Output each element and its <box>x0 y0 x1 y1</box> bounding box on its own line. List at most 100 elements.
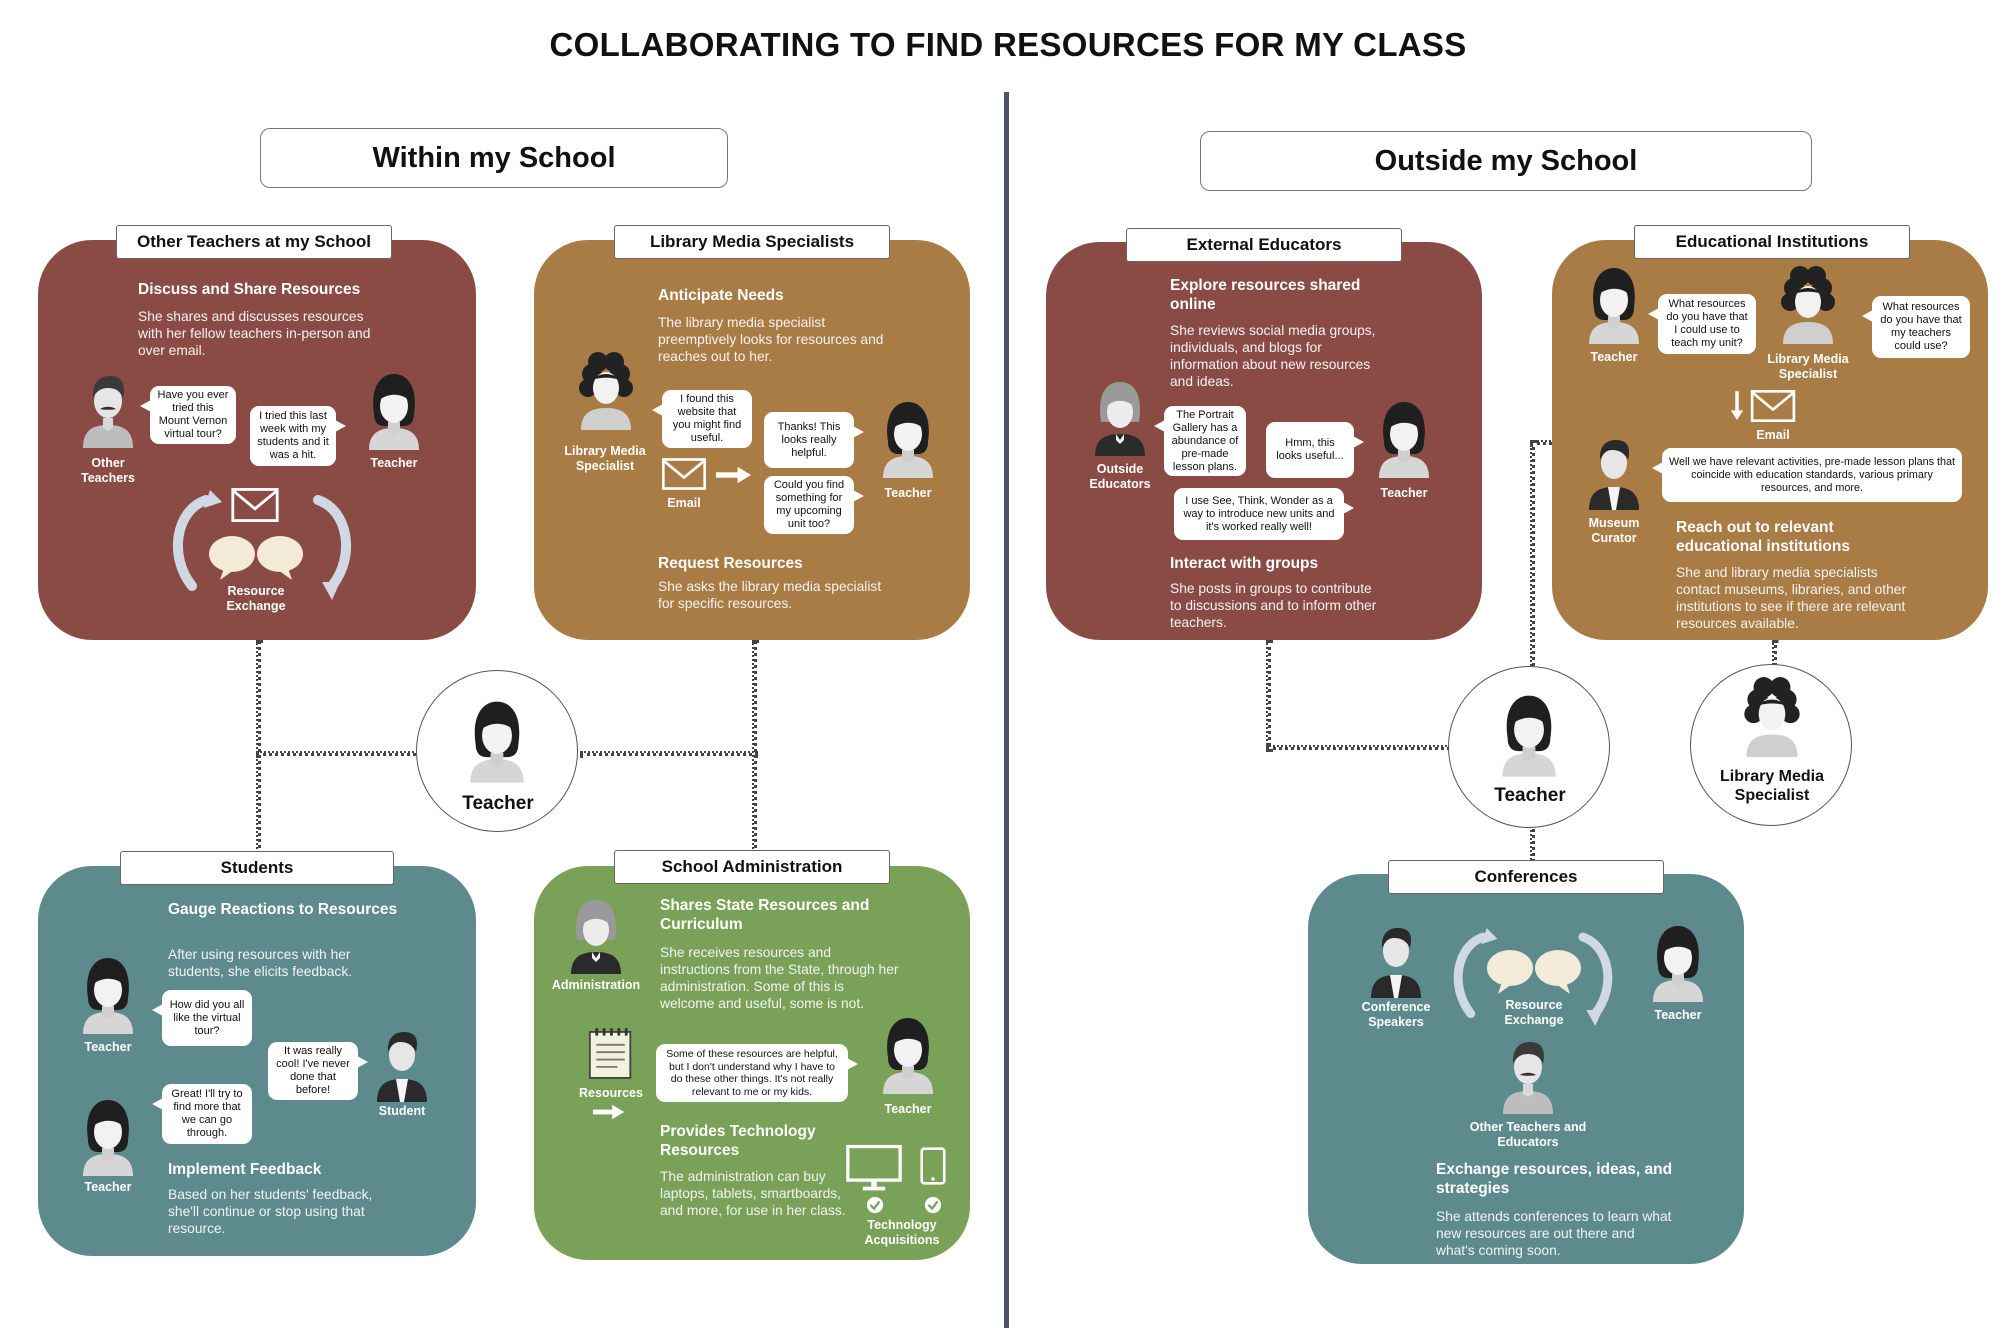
tab-school-administration: School Administration <box>614 850 890 884</box>
card-other-teachers: Discuss and Share Resources She shares a… <box>38 240 476 640</box>
hub-label: Library Media Specialist <box>1719 768 1825 804</box>
conference-speaker-icon <box>1366 918 1426 998</box>
label-resources: Resources <box>579 1086 643 1100</box>
monitor-icon <box>846 1144 902 1192</box>
speech-bubble: How did you all like the virtual tour? <box>152 990 252 1046</box>
woman-icon <box>78 1096 138 1176</box>
label-teacher: Teacher <box>884 1102 932 1116</box>
museum-curator-icon <box>1584 430 1644 510</box>
label-teacher: Teacher <box>1590 350 1638 364</box>
card-conferences: Conference Speakers Resource Exchange Te… <box>1308 874 1744 1264</box>
woman-icon <box>1584 264 1644 344</box>
tab-library-media-specialists: Library Media Specialists <box>614 225 890 259</box>
check-icon <box>924 1196 942 1214</box>
label-resource-exchange: Resource Exchange <box>226 584 286 613</box>
label-other-teachers-educators: Other Teachers and Educators <box>1469 1120 1587 1149</box>
card-heading: Interact with groups <box>1170 555 1319 572</box>
woman-icon <box>1374 398 1434 478</box>
speech-bubble: I use See, Think, Wonder as a way to int… <box>1174 488 1354 540</box>
speech-bubble: Thanks! This looks really helpful. <box>764 412 864 468</box>
woman-icon <box>878 1014 938 1094</box>
section-outside-school: Outside my School <box>1200 131 1812 191</box>
card-body: She and library media specialists contac… <box>1676 565 1907 631</box>
hub-library-media-specialist: Library Media Specialist <box>1690 664 1852 826</box>
man-icon <box>1498 1034 1558 1114</box>
arrow-right-icon <box>716 466 752 484</box>
label-email: Email <box>1756 428 1790 442</box>
label-library-media-specialist: Library Media Specialist <box>1767 352 1849 381</box>
label-teacher: Teacher <box>84 1180 132 1194</box>
label-other-teachers: Other Teachers <box>81 456 135 485</box>
label-resource-exchange: Resource Exchange <box>1504 998 1564 1027</box>
woman-icon <box>1497 691 1561 777</box>
card-heading: Discuss and Share Resources <box>138 281 361 298</box>
speech-bubble: What resources do you have that my teach… <box>1862 296 1970 358</box>
woman-icon <box>465 697 529 783</box>
card-heading: Request Resources <box>658 555 803 572</box>
card-heading: Provides Technology Resources <box>660 1123 816 1159</box>
label-teacher: Teacher <box>884 486 932 500</box>
envelope-icon <box>662 458 706 490</box>
card-educational-institutions: Teacher What resources do you have that … <box>1552 240 1988 640</box>
center-divider <box>1004 92 1009 1328</box>
label-teacher: Teacher <box>1380 486 1428 500</box>
speech-bubble: Well we have relevant activities, pre-ma… <box>1652 448 1962 502</box>
speech-bubble: I found this website that you might find… <box>652 390 752 448</box>
label-outside-educators: Outside Educators <box>1089 462 1151 491</box>
man-icon <box>78 368 138 448</box>
tab-conferences: Conferences <box>1388 860 1664 894</box>
label-conference-speakers: Conference Speakers <box>1361 1000 1431 1029</box>
card-school-administration: Administration Shares State Resources an… <box>534 866 970 1260</box>
card-heading: Shares State Resources and Curriculum <box>660 897 870 933</box>
speech-bubble: Have you ever tried this Mount Vernon vi… <box>140 386 236 444</box>
tab-other-teachers: Other Teachers at my School <box>116 225 392 259</box>
woman-icon <box>1648 922 1708 1002</box>
card-heading: Exchange resources, ideas, and strategie… <box>1436 1161 1673 1197</box>
card-body: The library media specialist preemptivel… <box>658 315 884 364</box>
card-body: She attends conferences to learn what ne… <box>1436 1209 1672 1258</box>
hub-label: Teacher <box>462 793 534 814</box>
card-body: She shares and discusses resources with … <box>138 309 371 358</box>
page-title: COLLABORATING TO FIND RESOURCES FOR MY C… <box>549 26 1467 63</box>
section-within-school: Within my School <box>260 128 728 188</box>
label-museum-curator: Museum Curator <box>1588 516 1640 545</box>
tab-students: Students <box>120 851 394 885</box>
woman-icon <box>878 398 938 478</box>
label-teacher: Teacher <box>1654 1008 1702 1022</box>
card-body: She reviews social media groups, individ… <box>1170 323 1376 389</box>
speech-bubble: Great! I'll try to find more that we can… <box>152 1084 252 1144</box>
speech-bubble: What resources do you have that I could … <box>1648 294 1756 354</box>
label-email: Email <box>667 496 701 510</box>
card-body: She posts in groups to contribute to dis… <box>1170 581 1377 630</box>
card-body: She asks the library media specialist fo… <box>658 579 882 611</box>
card-body: After using resources with her students,… <box>168 947 353 979</box>
administrator-icon <box>566 894 626 974</box>
envelope-icon <box>1750 390 1796 422</box>
envelope-icon <box>231 488 279 522</box>
tab-external-educators: External Educators <box>1126 228 1402 262</box>
outside-educator-icon <box>1090 376 1150 456</box>
label-teacher: Teacher <box>370 456 418 470</box>
curly-woman-icon <box>1778 264 1838 344</box>
speech-bubble: I tried this last week with my students … <box>250 406 346 466</box>
card-body: She receives resources and instructions … <box>660 945 899 1011</box>
card-heading: Implement Feedback <box>168 1161 322 1178</box>
arrow-down-icon <box>1730 390 1744 422</box>
arrow-right-icon <box>592 1104 626 1120</box>
card-body: The administration can buy laptops, tabl… <box>660 1169 846 1218</box>
card-body: Based on her students' feedback, she'll … <box>168 1187 373 1236</box>
tab-educational-institutions: Educational Institutions <box>1634 225 1910 259</box>
label-teacher: Teacher <box>84 1040 132 1054</box>
card-heading: Anticipate Needs <box>658 287 784 304</box>
chat-bubbles-icon <box>206 532 306 582</box>
card-heading: Explore resources shared online <box>1170 277 1361 313</box>
speech-bubble: It was really cool! I've never done that… <box>268 1042 368 1100</box>
speech-bubble: Could you find something for my upcoming… <box>764 476 864 534</box>
woman-icon <box>364 370 424 450</box>
chat-bubbles-icon <box>1484 946 1584 996</box>
hub-teacher-outside: Teacher <box>1448 666 1610 828</box>
card-heading: Reach out to relevant educational instit… <box>1676 519 1850 555</box>
speech-bubble: Some of these resources are helpful, but… <box>656 1044 858 1102</box>
card-external-educators: Explore resources shared online She revi… <box>1046 242 1482 640</box>
hub-teacher-within: Teacher <box>416 670 578 832</box>
